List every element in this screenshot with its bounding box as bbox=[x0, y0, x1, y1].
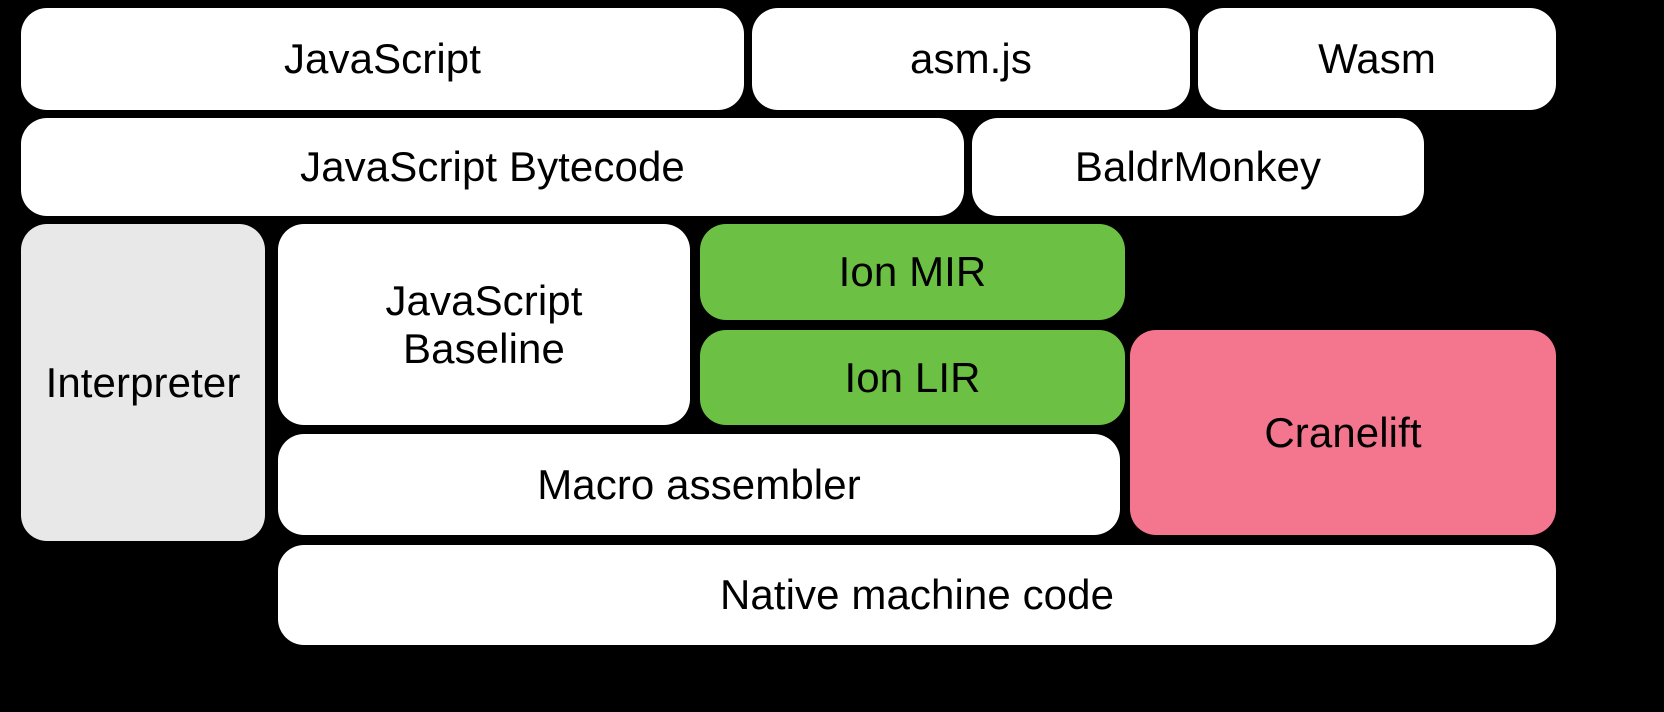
node-asm-js[interactable]: asm.js bbox=[752, 8, 1190, 110]
node-macro-assembler[interactable]: Macro assembler bbox=[278, 434, 1120, 535]
node-javascript[interactable]: JavaScript bbox=[21, 8, 744, 110]
node-wasm[interactable]: Wasm bbox=[1198, 8, 1556, 110]
node-interpreter[interactable]: Interpreter bbox=[21, 224, 265, 541]
node-native-machine-code[interactable]: Native machine code bbox=[278, 545, 1556, 645]
node-javascript-baseline[interactable]: JavaScript Baseline bbox=[278, 224, 690, 425]
node-ion-mir[interactable]: Ion MIR bbox=[700, 224, 1125, 320]
node-baldrmonkey[interactable]: BaldrMonkey bbox=[972, 118, 1424, 216]
node-javascript-bytecode[interactable]: JavaScript Bytecode bbox=[21, 118, 964, 216]
node-ion-lir[interactable]: Ion LIR bbox=[700, 330, 1125, 425]
node-cranelift[interactable]: Cranelift bbox=[1130, 330, 1556, 535]
